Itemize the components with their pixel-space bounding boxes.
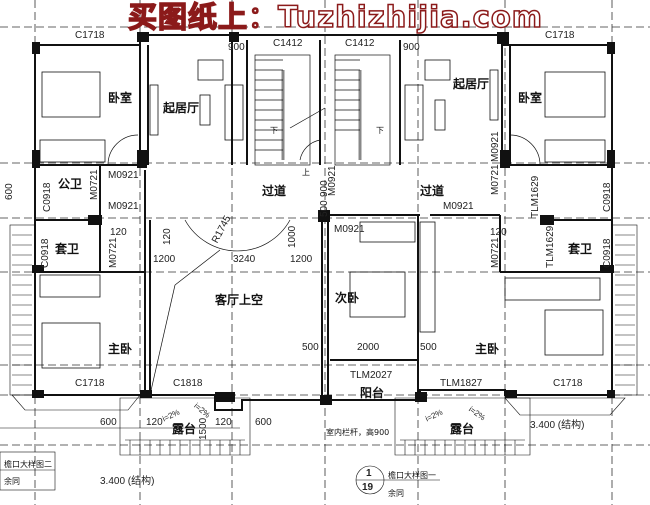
dimension-label: 600 xyxy=(100,417,117,428)
dimension-label: 120 xyxy=(110,227,127,238)
terrace-hatching xyxy=(0,224,638,495)
dimension-label: 600 xyxy=(4,183,15,200)
room-label-public-bath: 公卫 xyxy=(58,177,83,191)
door-label: M0721 xyxy=(490,164,501,195)
window-label: C1718 xyxy=(75,30,105,41)
door-label: TLM1629 xyxy=(545,225,556,268)
dimension-label: 500 xyxy=(302,342,319,353)
beds xyxy=(39,71,606,369)
room-label-living-right: 起居厅 xyxy=(453,77,490,91)
stair-direction-up: 上 xyxy=(302,168,310,177)
dimension-label: 500 xyxy=(319,200,330,217)
door-label: M0721 xyxy=(89,169,100,200)
dimension-label: 2000 xyxy=(357,342,380,353)
detail-note: 余同 xyxy=(388,489,404,498)
level-label: 3.400 (结构) xyxy=(100,476,155,487)
window-label: C0918 xyxy=(40,238,51,268)
room-label-master-left: 主卧 xyxy=(108,342,133,356)
window-label: C1412 xyxy=(345,38,375,49)
level-label: 3.400 (结构) xyxy=(530,420,585,431)
window-label: C0918 xyxy=(602,182,613,212)
room-label-corridor-right: 过道 xyxy=(420,184,445,198)
watermark: 买图纸上：Tuzhizhijia.com xyxy=(127,0,543,35)
room-label-bedroom-right: 卧室 xyxy=(518,91,543,105)
dimension-label: 120 xyxy=(215,417,232,428)
room-label-balcony: 阳台 xyxy=(360,386,385,400)
window-label: C1718 xyxy=(545,30,575,41)
stair-direction-down: 下 xyxy=(270,126,278,135)
room-label-living-left: 起居厅 xyxy=(163,101,200,115)
room-label-ensuite-left: 套卫 xyxy=(55,242,80,256)
columns xyxy=(32,32,615,405)
door-label: M0921 xyxy=(108,170,139,181)
door-label: M0721 xyxy=(108,237,119,268)
staircase xyxy=(254,54,391,166)
door-label: M0921 xyxy=(490,131,501,162)
dimension-label: 120 xyxy=(490,227,507,238)
dimension-label: 1200 xyxy=(290,254,313,265)
railing-note: 室内栏杆，高900 xyxy=(326,428,390,437)
door-label: M0921 xyxy=(334,224,365,235)
room-label-corridor-left: 过道 xyxy=(262,184,287,198)
room-label-terrace-right: 露台 xyxy=(450,422,475,436)
dimension-label: 900 xyxy=(319,180,330,197)
dimension-label: 600 xyxy=(255,417,272,428)
detail-ref-sheet: 19 xyxy=(362,482,374,493)
room-label-second-bedroom: 次卧 xyxy=(335,291,360,305)
door-label: TLM1827 xyxy=(440,378,483,389)
dimension-label: 900 xyxy=(228,42,245,53)
door-label: M0921 xyxy=(108,201,139,212)
door-label: TLM2027 xyxy=(350,370,393,381)
room-label-bedroom-left: 卧室 xyxy=(108,91,133,105)
room-label-master-right: 主卧 xyxy=(475,342,500,356)
dimension-label: 1000 xyxy=(287,225,298,248)
window-label: C0918 xyxy=(602,238,613,268)
dimension-label: 120 xyxy=(146,417,163,428)
living-furniture xyxy=(149,59,499,141)
door-label: M0721 xyxy=(490,237,501,268)
dimension-label: 1500 xyxy=(198,417,209,440)
dimension-label: 500 xyxy=(420,342,437,353)
window-label: C1718 xyxy=(553,378,583,389)
walls xyxy=(34,34,613,411)
dimension-label: 1200 xyxy=(153,254,176,265)
detail-ref-number: 1 xyxy=(366,468,372,479)
detail-note: 檐口大样图二 xyxy=(4,460,52,469)
room-label-terrace-left: 露台 xyxy=(172,422,197,436)
room-label-void: 客厅上空 xyxy=(215,293,264,307)
door-label: M0921 xyxy=(443,201,474,212)
window-label: C1718 xyxy=(75,378,105,389)
detail-note: 余同 xyxy=(4,477,20,486)
door-label: TLM1629 xyxy=(530,175,541,218)
dimension-label: 3240 xyxy=(233,254,256,265)
window-label: C0918 xyxy=(42,182,53,212)
dimension-label: 120 xyxy=(162,228,173,245)
room-label-ensuite-right: 套卫 xyxy=(568,242,593,256)
window-label: C1412 xyxy=(273,38,303,49)
dimension-label: 900 xyxy=(403,42,420,53)
stair-direction-down: 下 xyxy=(376,126,384,135)
window-label: C1818 xyxy=(173,378,203,389)
detail-note: 檐口大样图一 xyxy=(388,471,436,480)
door-swings xyxy=(107,134,541,396)
